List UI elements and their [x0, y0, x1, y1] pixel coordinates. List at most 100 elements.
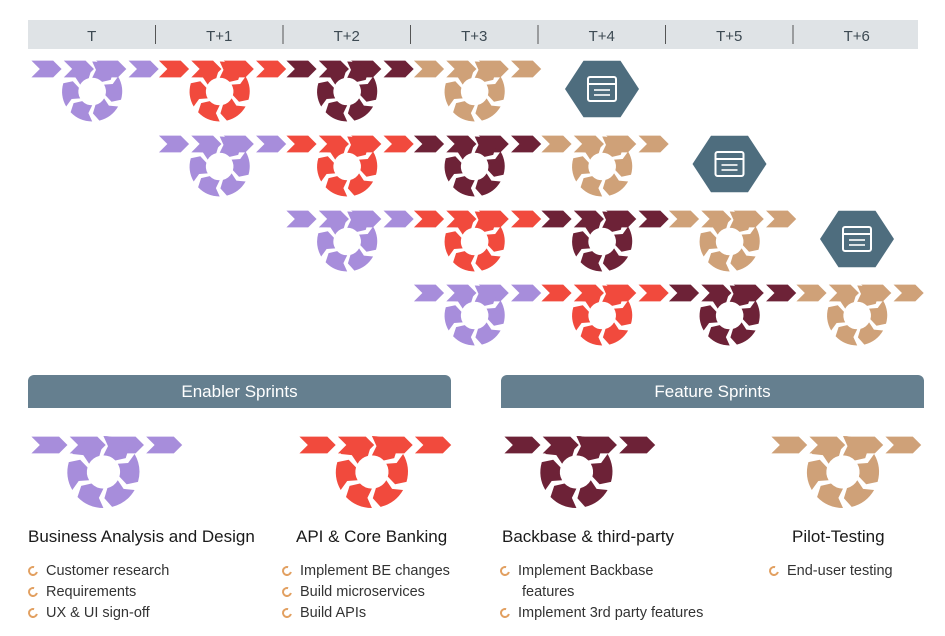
cycle-arrow-segment: [231, 76, 250, 102]
sprint-stage: [156, 134, 288, 197]
chevron-arrow-segment: [538, 134, 574, 154]
sprint-rows: [28, 59, 926, 346]
chevron-arrow-segment: [296, 435, 338, 455]
cycle-arrow-segment: [699, 231, 718, 257]
cycle-arrow-segment: [602, 136, 624, 157]
cycle-arrow-segment: [729, 211, 752, 232]
chevron-arrow-segment: [763, 283, 798, 303]
cycle-arrow-segment: [104, 480, 135, 507]
sprint-stage: [156, 59, 288, 122]
chevron-arrow-segment: [411, 134, 446, 154]
sprint-stage: [296, 435, 453, 508]
timeline-label: T: [87, 28, 96, 45]
cycle-arrow-segment: [475, 173, 501, 196]
cycle-arrow-segment: [335, 459, 358, 490]
cycle-arrow-segment: [474, 136, 497, 157]
sprint-cycle-icon: [444, 61, 505, 122]
chevron-arrow-segment: [283, 134, 319, 154]
cycle-arrow-segment: [193, 137, 219, 160]
cycle-arrow-segment: [580, 325, 603, 346]
category-title-design: Business Analysis and Design: [28, 527, 255, 546]
timeline-label: T+1: [206, 28, 232, 45]
cycle-arrow-segment: [831, 286, 857, 309]
cycle-arrow-segment: [92, 61, 114, 82]
chevron-arrow-segment: [143, 435, 184, 455]
release-box-icon: [820, 210, 894, 268]
chevron-arrow-segment: [253, 59, 288, 79]
sprint-cycle-icon: [699, 285, 760, 346]
sprint-stage: [666, 283, 798, 346]
cycle-arrow-segment: [189, 81, 208, 107]
cycle-arrow-segment: [614, 226, 633, 252]
cycle-arrow-segment: [347, 211, 369, 232]
sprint-cycle-icon: [317, 61, 378, 122]
sprint-stage: [411, 209, 543, 272]
bullet-item: End-user testing: [767, 561, 893, 582]
cycle-arrow-segment: [347, 173, 374, 196]
bullet-icon: [498, 564, 512, 578]
sprint-cycle-icon: [189, 136, 250, 197]
cycle-arrow-segment: [614, 300, 633, 326]
chevron-arrow-segment: [635, 134, 671, 154]
cycle-arrow-segment: [730, 322, 756, 345]
cycle-arrow-segment: [843, 436, 869, 461]
chevron-arrow-segment: [768, 435, 809, 455]
timeline-bar: [28, 20, 918, 49]
cycle-arrow-segment: [474, 61, 497, 82]
legend-icons: [28, 435, 923, 508]
cycle-arrow-segment: [117, 454, 140, 485]
release-box-icon: [692, 135, 767, 193]
sprint-stage: [283, 59, 416, 122]
chevron-arrow-segment: [283, 59, 319, 79]
sprint-row: [156, 134, 767, 197]
cycle-arrow-segment: [576, 436, 603, 461]
cycle-arrow-segment: [572, 231, 591, 257]
bullet-item: UX & UI sign-off: [26, 603, 169, 624]
cycle-arrow-segment: [602, 285, 624, 306]
sprint-stage: [283, 134, 416, 197]
cycle-arrow-segment: [869, 300, 888, 326]
chevron-arrow-segment: [380, 59, 416, 79]
bullet-item: Implement BE changes: [280, 561, 450, 582]
cycle-arrow-segment: [857, 285, 879, 306]
sprint-stage: [538, 134, 671, 197]
chevron-arrow-segment: [666, 283, 701, 303]
sprint-stage: [28, 59, 161, 122]
cycle-arrow-segment: [602, 248, 629, 271]
sprint-cycle-icon: [335, 436, 408, 508]
cycle-arrow-segment: [67, 459, 90, 490]
sprint-cycle-icon: [444, 285, 505, 346]
cycle-arrow-segment: [66, 62, 92, 85]
cycle-arrow-segment: [580, 251, 603, 272]
cycle-arrow-segment: [371, 436, 398, 461]
chevron-arrow-segment: [125, 59, 161, 79]
cycle-arrow-segment: [448, 286, 474, 309]
cycle-arrow-segment: [70, 101, 93, 122]
cycle-arrow-segment: [321, 62, 347, 85]
timeline-label: T+6: [844, 28, 870, 45]
cycle-arrow-segment: [62, 81, 81, 107]
cycle-arrow-segment: [189, 156, 208, 182]
chevron-arrow-segment: [380, 209, 416, 229]
category-title-pilot: Pilot-Testing: [792, 527, 885, 546]
cycle-arrow-segment: [475, 98, 501, 121]
cycle-arrow-segment: [741, 300, 760, 326]
sprint-row: [411, 283, 926, 346]
cycle-arrow-segment: [545, 437, 576, 464]
category-title-api: API & Core Banking: [296, 527, 448, 546]
chevron-arrow-segment: [538, 209, 574, 229]
sprint-stage: [283, 209, 416, 272]
cycle-arrow-segment: [811, 437, 842, 464]
chevron-arrow-segment: [616, 435, 657, 455]
chevron-arrow-segment: [635, 209, 671, 229]
cycle-arrow-segment: [372, 480, 404, 507]
cycle-arrow-segment: [453, 176, 475, 197]
chevron-arrow-segment: [508, 59, 543, 79]
cycle-arrow-segment: [198, 101, 220, 122]
cycle-arrow-segment: [699, 305, 718, 331]
cycle-arrow-segment: [843, 480, 875, 507]
cycle-arrow-segment: [602, 173, 629, 196]
chevron-arrow-segment: [156, 134, 191, 154]
feature-sprints-header: Feature Sprints: [501, 375, 924, 408]
